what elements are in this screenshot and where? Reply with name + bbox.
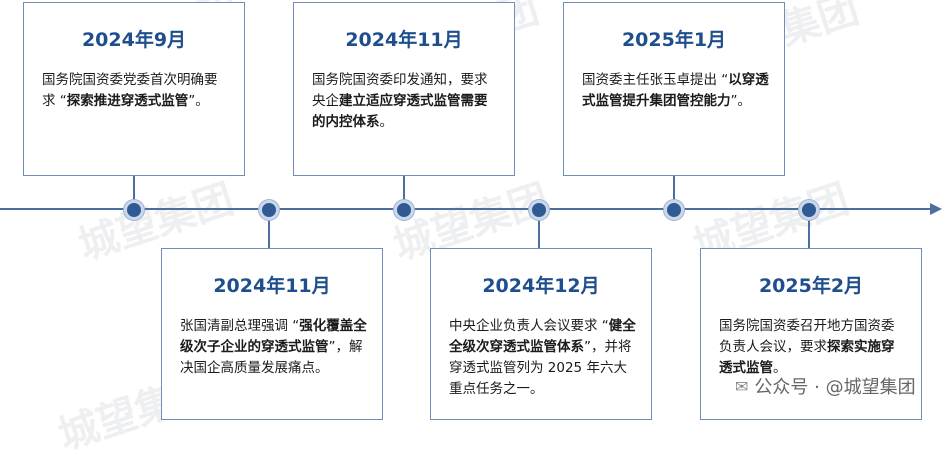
event-date: 2024年12月: [482, 275, 600, 297]
connector: [538, 209, 540, 249]
source-watermark: ✉ 公众号 · @城望集团: [735, 373, 916, 399]
event-card: 2024年11月 张国清副总理强调 “强化覆盖全级次子企业的穿透式监管”，解决国…: [161, 248, 383, 420]
timeline-node: [259, 200, 279, 220]
event-card: 2025年2月 国务院国资委召开地方国资委负责人会议，要求探索实施穿透式监管。: [700, 248, 922, 420]
connector: [808, 209, 810, 249]
timeline-node: [529, 200, 549, 220]
connector: [403, 175, 405, 209]
timeline-node: [124, 200, 144, 220]
connector: [268, 209, 270, 249]
event-description: 国务院国资委印发通知，要求央企建立适应穿透式监管需要的内控体系。: [312, 72, 488, 130]
event-description: 国务院国资委召开地方国资委负责人会议，要求探索实施穿透式监管。: [719, 318, 895, 376]
event-card: 2024年12月 中央企业负责人会议要求 “健全全级次穿透式监管体系”，并将穿透…: [430, 248, 652, 420]
timeline-node: [664, 200, 684, 220]
event-date: 2024年11月: [213, 275, 331, 297]
timeline-arrow-icon: [930, 203, 942, 215]
event-description: 国资委主任张玉卓提出 “以穿透式监管提升集团管控能力”。: [582, 72, 769, 109]
event-card: 2024年11月 国务院国资委印发通知，要求央企建立适应穿透式监管需要的内控体系…: [293, 2, 515, 176]
event-description: 中央企业负责人会议要求 “健全全级次穿透式监管体系”，并将穿透式监管列为 202…: [449, 318, 636, 397]
event-description: 张国清副总理强调 “强化覆盖全级次子企业的穿透式监管”，解决国企高质量发展痛点。: [180, 318, 367, 376]
timeline-node: [394, 200, 414, 220]
source-label: 公众号 · @城望集团: [754, 377, 916, 398]
event-description: 国务院国资委党委首次明确要求 “探索推进穿透式监管”。: [42, 72, 218, 109]
event-card: 2025年1月 国资委主任张玉卓提出 “以穿透式监管提升集团管控能力”。: [563, 2, 785, 176]
wechat-icon: ✉: [735, 376, 749, 396]
connector: [133, 175, 135, 209]
timeline-node: [799, 200, 819, 220]
timeline-axis: [0, 208, 932, 210]
event-date: 2025年1月: [621, 29, 727, 51]
event-date: 2025年2月: [758, 275, 864, 297]
event-date: 2024年11月: [345, 29, 463, 51]
event-card: 2024年9月 国务院国资委党委首次明确要求 “探索推进穿透式监管”。: [23, 2, 245, 176]
event-date: 2024年9月: [81, 29, 187, 51]
connector: [673, 175, 675, 209]
